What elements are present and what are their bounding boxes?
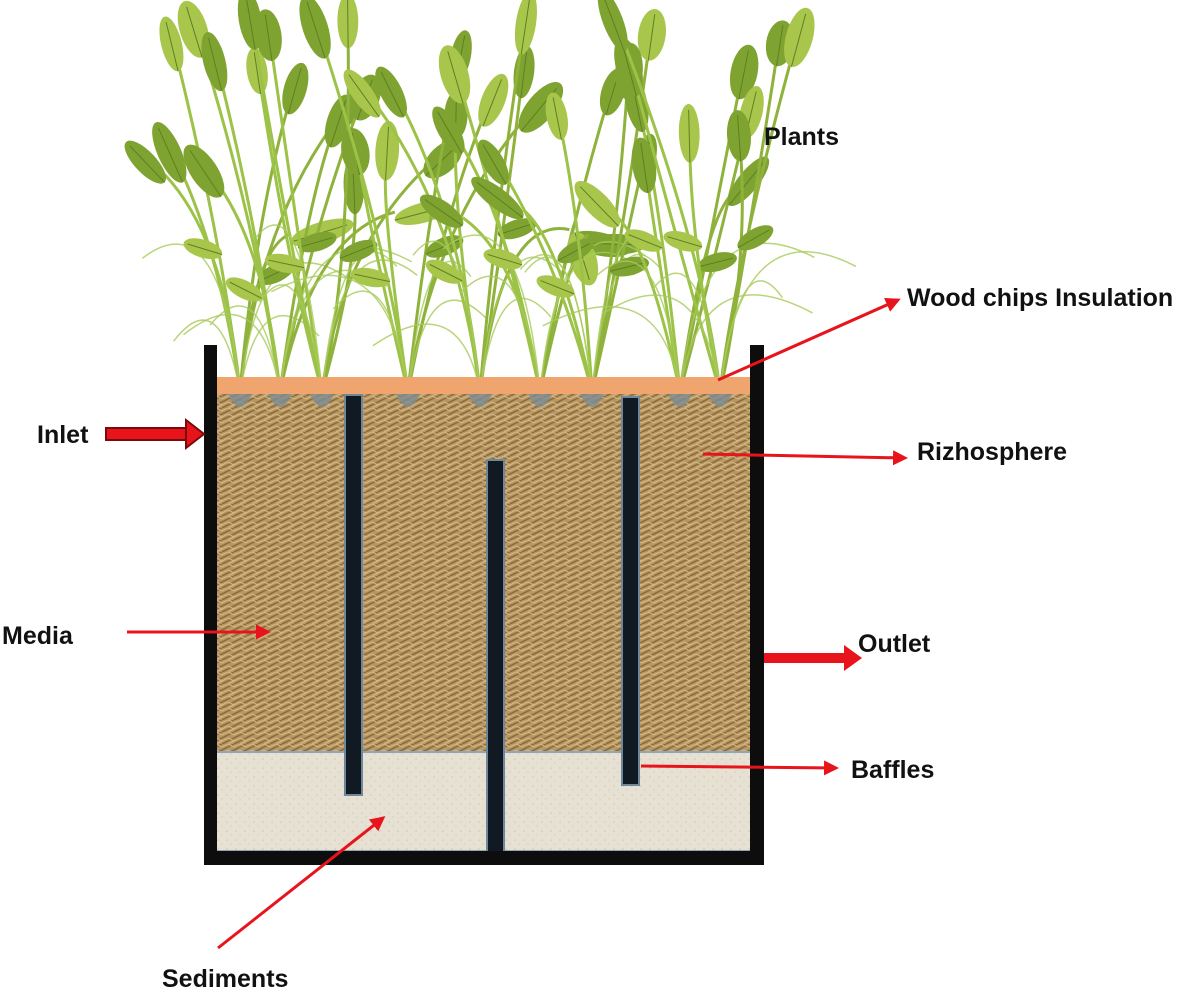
- label-plants: Plants: [764, 123, 839, 151]
- tank-wall-bottom: [204, 851, 764, 865]
- baffle-left: [345, 395, 362, 795]
- plants-illustration: [118, 0, 856, 392]
- baffle-right: [622, 397, 639, 785]
- leaf: [293, 0, 337, 62]
- label-wood-chips: Wood chips Insulation: [907, 284, 1173, 312]
- baffle-middle: [487, 460, 504, 852]
- grass-blade: [142, 244, 240, 392]
- wood-chips-arrow: [718, 300, 898, 380]
- label-rhizosphere: Rizhosphere: [917, 438, 1067, 466]
- tank-wall-left: [204, 345, 217, 863]
- label-outlet: Outlet: [858, 630, 931, 658]
- plant: [592, 0, 856, 392]
- outlet-arrow: [764, 645, 862, 671]
- label-media: Media: [2, 622, 74, 650]
- baffles-arrow: [641, 766, 836, 768]
- inlet-arrow: [106, 420, 204, 448]
- media-layer: [214, 394, 751, 752]
- label-inlet: Inlet: [37, 421, 89, 449]
- leaf: [511, 0, 540, 56]
- wood-chips-layer: [214, 377, 751, 394]
- tank-wall-right: [750, 345, 764, 863]
- plant: [543, 42, 815, 392]
- label-sediments: Sediments: [162, 965, 288, 993]
- label-baffles: Baffles: [851, 756, 934, 784]
